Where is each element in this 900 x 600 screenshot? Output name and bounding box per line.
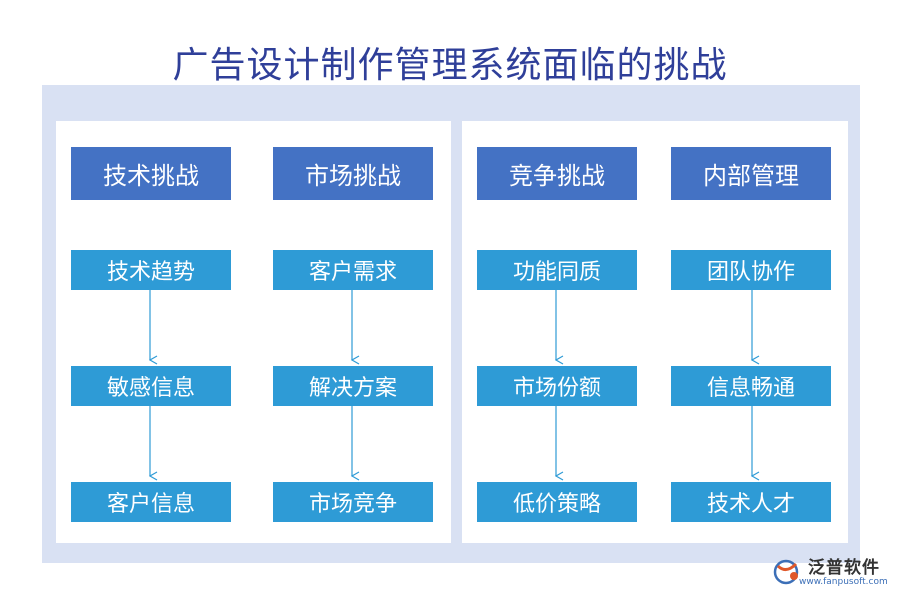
brand-logo-icon bbox=[773, 559, 799, 585]
diagram-title: 广告设计制作管理系统面临的挑战 bbox=[172, 45, 728, 86]
node-market-competition: 市场竞争 bbox=[273, 482, 433, 522]
column-header-tech: 技术挑战 bbox=[71, 147, 231, 200]
node-market-share: 市场份额 bbox=[477, 366, 637, 406]
brand-url: www.fanpusoft.com bbox=[799, 577, 888, 587]
node-tech-trend: 技术趋势 bbox=[71, 250, 231, 290]
column-header-market: 市场挑战 bbox=[273, 147, 433, 200]
node-customer-info: 客户信息 bbox=[71, 482, 231, 522]
node-team-collab: 团队协作 bbox=[671, 250, 831, 290]
node-customer-demand: 客户需求 bbox=[273, 250, 433, 290]
node-solution: 解决方案 bbox=[273, 366, 433, 406]
node-tech-talent: 技术人才 bbox=[671, 482, 831, 522]
column-header-competition: 竞争挑战 bbox=[477, 147, 637, 200]
node-feature-homogeneity: 功能同质 bbox=[477, 250, 637, 290]
column-header-internal: 内部管理 bbox=[671, 147, 831, 200]
node-info-flow: 信息畅通 bbox=[671, 366, 831, 406]
node-sensitive-info: 敏感信息 bbox=[71, 366, 231, 406]
node-low-price-strategy: 低价策略 bbox=[477, 482, 637, 522]
brand-name: 泛普软件 bbox=[808, 558, 880, 578]
